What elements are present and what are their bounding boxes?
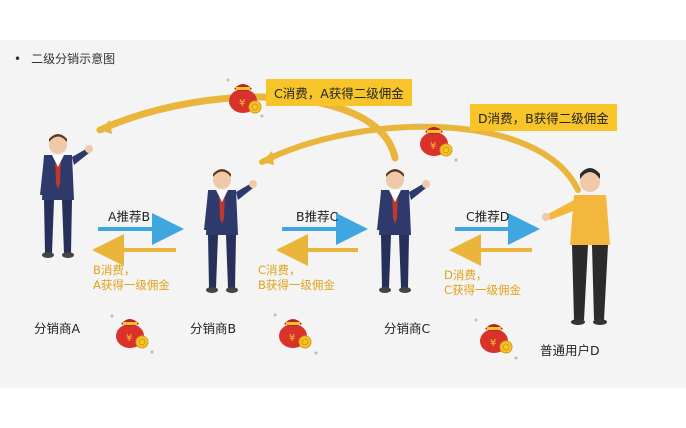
node-label-a: 分销商A	[34, 321, 81, 336]
person-suit-icon-a	[40, 134, 93, 258]
money-bag-icon-c	[479, 323, 513, 354]
callout-c-consume-a-commission: C消费，A获得二级佣金	[266, 79, 412, 106]
label-b-recommend-c: B推荐C	[296, 209, 339, 224]
node-label-d: 普通用户D	[540, 343, 600, 358]
flow-b-line1: B消费，	[93, 263, 136, 277]
flow-c-line2: B获得一级佣金	[258, 278, 335, 292]
money-bag-icon-top-c	[228, 83, 262, 114]
person-casual-icon-d	[542, 168, 610, 325]
title-text: 二级分销示意图	[31, 52, 116, 66]
money-bag-icon-b	[278, 318, 312, 349]
page-title: • 二级分销示意图	[14, 50, 115, 67]
person-suit-icon-c	[377, 169, 430, 293]
bullet: •	[14, 52, 22, 66]
flow-b-consume: B消费， A获得一级佣金	[93, 263, 170, 293]
flow-d-line1: D消费，	[444, 268, 488, 282]
commission-arc-d-to-b	[259, 123, 581, 193]
flow-c-line1: C消费，	[258, 263, 301, 277]
money-bag-icon-top-d	[419, 126, 453, 157]
flow-d-line2: C获得一级佣金	[444, 283, 522, 297]
flow-d-consume: D消费， C获得一级佣金	[444, 268, 521, 298]
label-a-recommend-b: A推荐B	[108, 209, 151, 224]
label-c-recommend-d: C推荐D	[466, 209, 510, 224]
node-label-c: 分销商C	[384, 321, 431, 336]
callout-d-consume-b-commission: D消费，B获得二级佣金	[470, 104, 617, 131]
person-suit-icon-b	[204, 169, 257, 293]
node-label-b: 分销商B	[190, 321, 237, 336]
money-bag-icon-a	[115, 318, 149, 349]
flow-b-line2: A获得一级佣金	[93, 278, 170, 292]
flow-c-consume: C消费， B获得一级佣金	[258, 263, 335, 293]
